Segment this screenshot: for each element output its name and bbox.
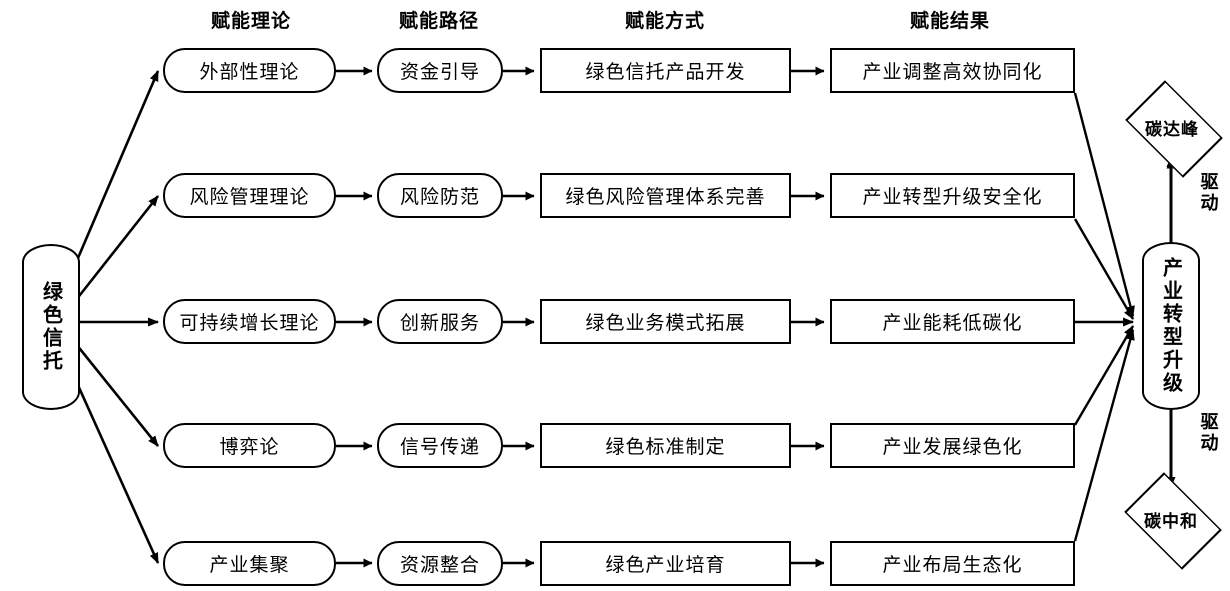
result-node-row-5[interactable]: 产业布局生态化 — [830, 541, 1075, 586]
column-header-method: 赋能方式 — [624, 10, 705, 32]
method-node-row-3[interactable]: 绿色业务模式拓展 — [540, 299, 791, 344]
target-node-industry-upgrade[interactable]: 产业转型升级 — [1142, 242, 1200, 410]
theory-node-row-3[interactable]: 可持续增长理论 — [163, 299, 336, 344]
result-label: 产业发展绿色化 — [882, 436, 1023, 458]
theory-node-row-2[interactable]: 风险管理理论 — [163, 173, 336, 218]
result-label: 产业调整高效协同化 — [862, 61, 1043, 83]
path-node-row-1[interactable]: 资金引导 — [377, 48, 503, 93]
theory-label: 可持续增长理论 — [179, 312, 320, 334]
result-label: 产业转型升级安全化 — [862, 186, 1043, 208]
method-label: 绿色标准制定 — [605, 436, 726, 458]
drive-label-bottom-text: 驱动 — [1197, 412, 1219, 454]
method-label: 绿色产业培育 — [605, 554, 726, 576]
path-label: 信号传递 — [399, 436, 480, 458]
drive-label-bottom: 驱动 — [1196, 412, 1218, 459]
result-node-row-1[interactable]: 产业调整高效协同化 — [830, 48, 1075, 93]
method-node-row-4[interactable]: 绿色标准制定 — [540, 423, 791, 468]
source-node-label: 绿色信托 — [39, 281, 64, 373]
target-node-label: 产业转型升级 — [1159, 257, 1184, 395]
column-header-path: 赋能路径 — [398, 10, 479, 32]
drive-label-top: 驱动 — [1196, 172, 1218, 219]
result-node-row-2[interactable]: 产业转型升级安全化 — [830, 173, 1075, 218]
method-node-row-2[interactable]: 绿色风险管理体系完善 — [540, 173, 791, 218]
result-node-row-4[interactable]: 产业发展绿色化 — [830, 423, 1075, 468]
theory-label: 博弈论 — [219, 436, 280, 458]
method-label: 绿色信托产品开发 — [585, 61, 746, 83]
theory-node-row-1[interactable]: 外部性理论 — [163, 48, 336, 93]
path-node-row-2[interactable]: 风险防范 — [377, 173, 503, 218]
method-node-row-5[interactable]: 绿色产业培育 — [540, 541, 791, 586]
result-label: 产业能耗低碳化 — [882, 312, 1023, 334]
column-header-theory: 赋能理论 — [210, 10, 291, 32]
theory-label: 外部性理论 — [199, 61, 300, 83]
outcome-node-carbon-peak[interactable]: 碳达峰 — [1118, 80, 1226, 178]
theory-node-row-4[interactable]: 博弈论 — [163, 423, 336, 468]
path-node-row-3[interactable]: 创新服务 — [377, 299, 503, 344]
column-header-result: 赋能结果 — [909, 10, 990, 32]
method-node-row-1[interactable]: 绿色信托产品开发 — [540, 48, 791, 93]
theory-label: 产业集聚 — [209, 554, 290, 576]
outcome-label: 碳达峰 — [1145, 119, 1199, 140]
source-node-green-trust[interactable]: 绿色信托 — [22, 244, 80, 410]
path-label: 资金引导 — [399, 61, 480, 83]
method-label: 绿色业务模式拓展 — [585, 312, 746, 334]
drive-label-top-text: 驱动 — [1197, 172, 1219, 214]
path-label: 创新服务 — [399, 312, 480, 334]
path-node-row-4[interactable]: 信号传递 — [377, 423, 503, 468]
path-label: 风险防范 — [399, 186, 480, 208]
outcome-node-carbon-neutral[interactable]: 碳中和 — [1117, 472, 1225, 570]
result-label: 产业布局生态化 — [882, 554, 1023, 576]
path-label: 资源整合 — [399, 554, 480, 576]
result-node-row-3[interactable]: 产业能耗低碳化 — [830, 299, 1075, 344]
theory-node-row-5[interactable]: 产业集聚 — [163, 541, 336, 586]
path-node-row-5[interactable]: 资源整合 — [377, 541, 503, 586]
outcome-label: 碳中和 — [1144, 511, 1198, 532]
theory-label: 风险管理理论 — [189, 186, 310, 208]
method-label: 绿色风险管理体系完善 — [565, 186, 766, 208]
